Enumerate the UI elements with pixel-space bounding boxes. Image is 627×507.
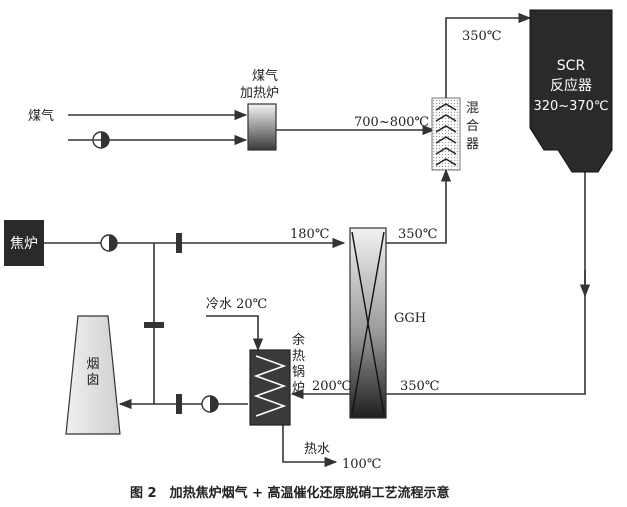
cold-water-label: 冷水 20℃ bbox=[206, 297, 267, 312]
hot-water-line bbox=[282, 425, 338, 468]
ggh-to-mixer-line bbox=[385, 168, 452, 244]
pump-coke-oven-icon bbox=[100, 234, 118, 252]
pumps bbox=[92, 131, 219, 413]
chimney bbox=[65, 315, 121, 435]
waste-heat-boiler bbox=[249, 349, 291, 426]
temp-180-label: 180℃ bbox=[290, 227, 329, 242]
temp-350-top-label: 350℃ bbox=[462, 29, 501, 44]
coke-oven-label: 焦炉 bbox=[10, 236, 38, 252]
mixer bbox=[431, 97, 461, 171]
mixer-label-char2: 合 bbox=[466, 119, 479, 134]
heater-label-line2: 加热炉 bbox=[240, 86, 279, 101]
chimney-label-char2: 囱 bbox=[86, 373, 99, 388]
scr-outlet-line bbox=[372, 170, 586, 400]
valve-coke-line bbox=[176, 233, 182, 253]
scr-label-line2: 反应器 bbox=[550, 77, 592, 94]
mixer-label-char3: 器 bbox=[466, 137, 479, 152]
hot-water-label: 热水 bbox=[304, 442, 330, 457]
mixer-to-scr-line bbox=[445, 12, 532, 98]
pump-coal-gas-icon bbox=[92, 131, 110, 149]
coke-oven bbox=[4, 220, 44, 266]
scr-reactor bbox=[529, 9, 613, 173]
boiler-label-char3: 锅 bbox=[292, 364, 305, 380]
cold-water-line bbox=[206, 315, 264, 352]
boiler-label-char2: 热 bbox=[292, 349, 305, 364]
valve-bypass bbox=[144, 322, 164, 328]
temp-200-label: 200℃ bbox=[312, 379, 351, 394]
scr-label-line3: 320~370℃ bbox=[533, 99, 608, 114]
temp-100-label: 100℃ bbox=[342, 457, 381, 472]
pump-chimney-icon bbox=[201, 395, 219, 413]
boiler-label-char4: 炉 bbox=[292, 381, 305, 396]
mixer-label-char1: 混 bbox=[466, 101, 479, 116]
temp-350-mid-label: 350℃ bbox=[398, 227, 437, 242]
ggh-heat-exchanger bbox=[349, 227, 387, 419]
labels: 煤气 煤气 加热炉 700~800℃ 350℃ 混 合 器 SCR 反应器 32… bbox=[10, 29, 609, 501]
valve-chimney-line bbox=[176, 394, 182, 414]
temp-700-800-label: 700~800℃ bbox=[354, 115, 429, 130]
temp-350-bottom-label: 350℃ bbox=[400, 379, 439, 394]
coal-gas-label: 煤气 bbox=[28, 108, 54, 124]
boiler-label-char1: 余 bbox=[292, 332, 305, 348]
chimney-label-char1: 烟 bbox=[86, 357, 99, 372]
pipelines bbox=[44, 12, 591, 468]
heater-label-line1: 煤气 bbox=[252, 68, 278, 84]
figure-caption: 图 2 加热焦炉烟气 + 高温催化还原脱硝工艺流程示意 bbox=[130, 485, 450, 501]
coal-gas-heater bbox=[247, 103, 277, 151]
valves bbox=[144, 233, 182, 414]
scr-label-line1: SCR bbox=[557, 58, 586, 74]
ggh-label: GGH bbox=[394, 311, 426, 326]
